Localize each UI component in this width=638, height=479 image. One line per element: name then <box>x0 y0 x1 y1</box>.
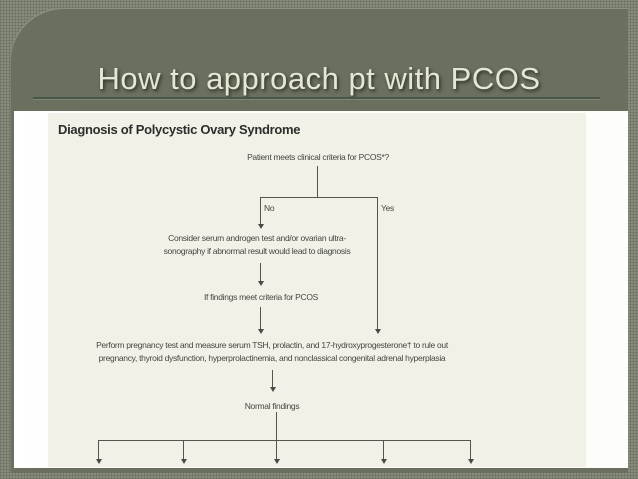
node-consider-line1: Consider serum androgen test and/or ovar… <box>168 233 346 243</box>
flow-fanout-arrow-4 <box>380 440 387 464</box>
node-consider: Consider serum androgen test and/or ovar… <box>107 232 407 258</box>
figure-heading: Diagnosis of Polycystic Ovary Syndrome <box>58 122 301 137</box>
node-question: Patient meets clinical criteria for PCOS… <box>247 152 389 162</box>
flow-fanout-arrow-5 <box>467 440 474 464</box>
flow-arrow-perform-to-normal <box>269 370 276 392</box>
flow-arrow-yes <box>374 197 381 334</box>
flow-split-line <box>260 197 378 198</box>
flow-arrow-no <box>257 197 264 229</box>
node-perform: Perform pregnancy test and measure serum… <box>72 339 472 365</box>
flow-connector-normal <box>276 412 277 440</box>
slide-title: How to approach pt with PCOS <box>97 61 541 96</box>
node-perform-line2: pregnancy, thyroid dysfunction, hyperpro… <box>98 353 446 363</box>
node-perform-line1: Perform pregnancy test and measure serum… <box>96 340 448 350</box>
flow-fanout-arrow-3 <box>273 440 280 464</box>
node-findings: If findings meet criteria for PCOS <box>203 292 319 302</box>
flow-connector-question <box>317 166 318 197</box>
title-underline <box>33 97 600 99</box>
flow-fanout-arrow-2 <box>180 440 187 464</box>
slide-panel: How to approach pt with PCOS Diagnosis o… <box>10 8 628 473</box>
label-yes: Yes <box>381 203 394 213</box>
label-no: No <box>264 203 275 213</box>
flow-arrow-findings-to-perform <box>257 307 264 334</box>
flow-arrow-consider-to-findings <box>257 263 264 286</box>
flow-fanout-arrow-1 <box>95 440 102 464</box>
slide-content-area: Diagnosis of Polycystic Ovary Syndrome P… <box>14 111 628 468</box>
pcos-flowchart-figure: Diagnosis of Polycystic Ovary Syndrome P… <box>48 113 586 467</box>
node-consider-line2: sonography if abnormal result would lead… <box>163 246 351 256</box>
flow-fanout-line <box>98 440 471 441</box>
node-normal-findings: Normal findings <box>244 401 300 411</box>
